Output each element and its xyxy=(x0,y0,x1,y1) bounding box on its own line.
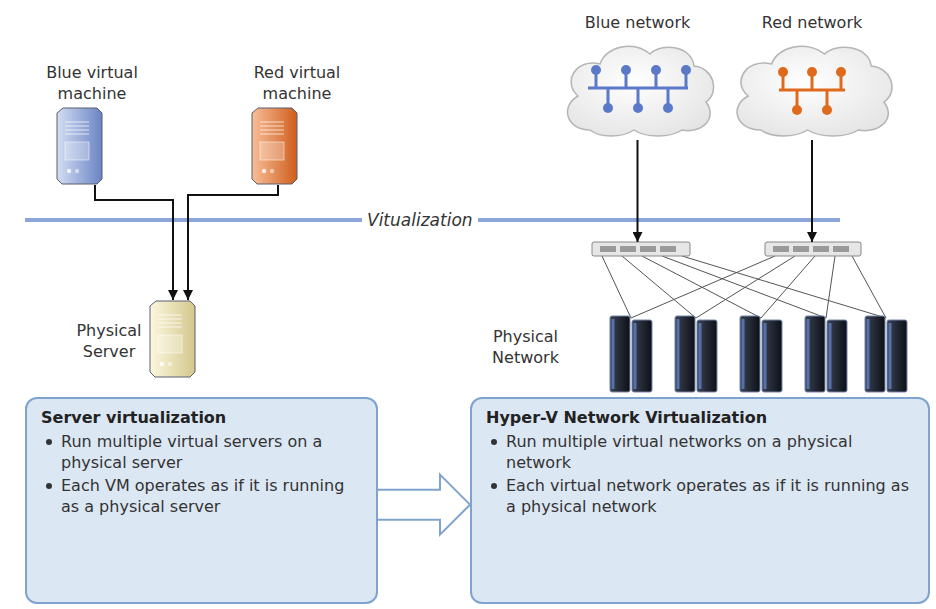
server-rack xyxy=(675,316,717,392)
bullet-item: Each virtual network operates as if it i… xyxy=(486,475,916,517)
server-node: Physical Server xyxy=(70,300,200,378)
node-label: Physical Server xyxy=(70,320,148,362)
bullet-dot xyxy=(46,483,52,489)
arrow-connector xyxy=(95,185,173,300)
blue-vm-icon xyxy=(57,108,102,184)
bullet-text: Each virtual network operates as if it i… xyxy=(506,475,916,517)
switch-links xyxy=(602,256,886,318)
box-heading: Hyper-V Network Virtualization xyxy=(486,407,916,428)
bullet-item: Run multiple virtual networks on a physi… xyxy=(486,431,916,473)
vm-node: Blue virtual machine xyxy=(17,62,167,185)
cloud-node: Red network xyxy=(724,12,900,140)
cloud-node: Blue network xyxy=(555,12,720,140)
server-rack xyxy=(610,316,652,392)
red-vm-icon xyxy=(252,108,297,184)
network-switch xyxy=(592,242,690,256)
arrow-connector xyxy=(188,185,278,300)
box-heading: Server virtualization xyxy=(41,407,364,428)
node-label: Blue network xyxy=(555,12,720,33)
network-node: Physical Network xyxy=(478,242,918,390)
vm-node: Red virtual machine xyxy=(222,62,372,185)
node-label: Red network xyxy=(724,12,900,33)
info-box: Server virtualizationRun multiple virtua… xyxy=(25,397,378,604)
physical-server-icon xyxy=(150,301,195,377)
info-box: Hyper-V Network VirtualizationRun multip… xyxy=(470,397,930,604)
node-label: Blue virtual machine xyxy=(17,62,167,104)
axis-label: Vitualization xyxy=(362,208,478,232)
bullet-dot xyxy=(46,439,52,445)
server-rack xyxy=(865,316,907,392)
bullet-text: Run multiple virtual networks on a physi… xyxy=(506,431,916,473)
bullet-text: Each VM operates as if it is running as … xyxy=(61,475,364,517)
node-label: Red virtual machine xyxy=(222,62,372,104)
arrow-connector xyxy=(637,140,639,242)
bullet-item: Run multiple virtual servers on a physic… xyxy=(41,431,364,473)
blue-cloud xyxy=(568,46,714,136)
bullet-item: Each VM operates as if it is running as … xyxy=(41,475,364,517)
bullet-text: Run multiple virtual servers on a physic… xyxy=(61,431,364,473)
arrow-connector xyxy=(811,140,813,242)
network-switch xyxy=(765,242,861,256)
red-cloud xyxy=(737,46,892,136)
bullet-dot xyxy=(491,483,497,489)
bullet-dot xyxy=(491,439,497,445)
server-rack xyxy=(740,316,782,392)
block-arrow xyxy=(377,475,470,535)
server-rack xyxy=(805,316,847,392)
node-label: Physical Network xyxy=(478,326,573,368)
